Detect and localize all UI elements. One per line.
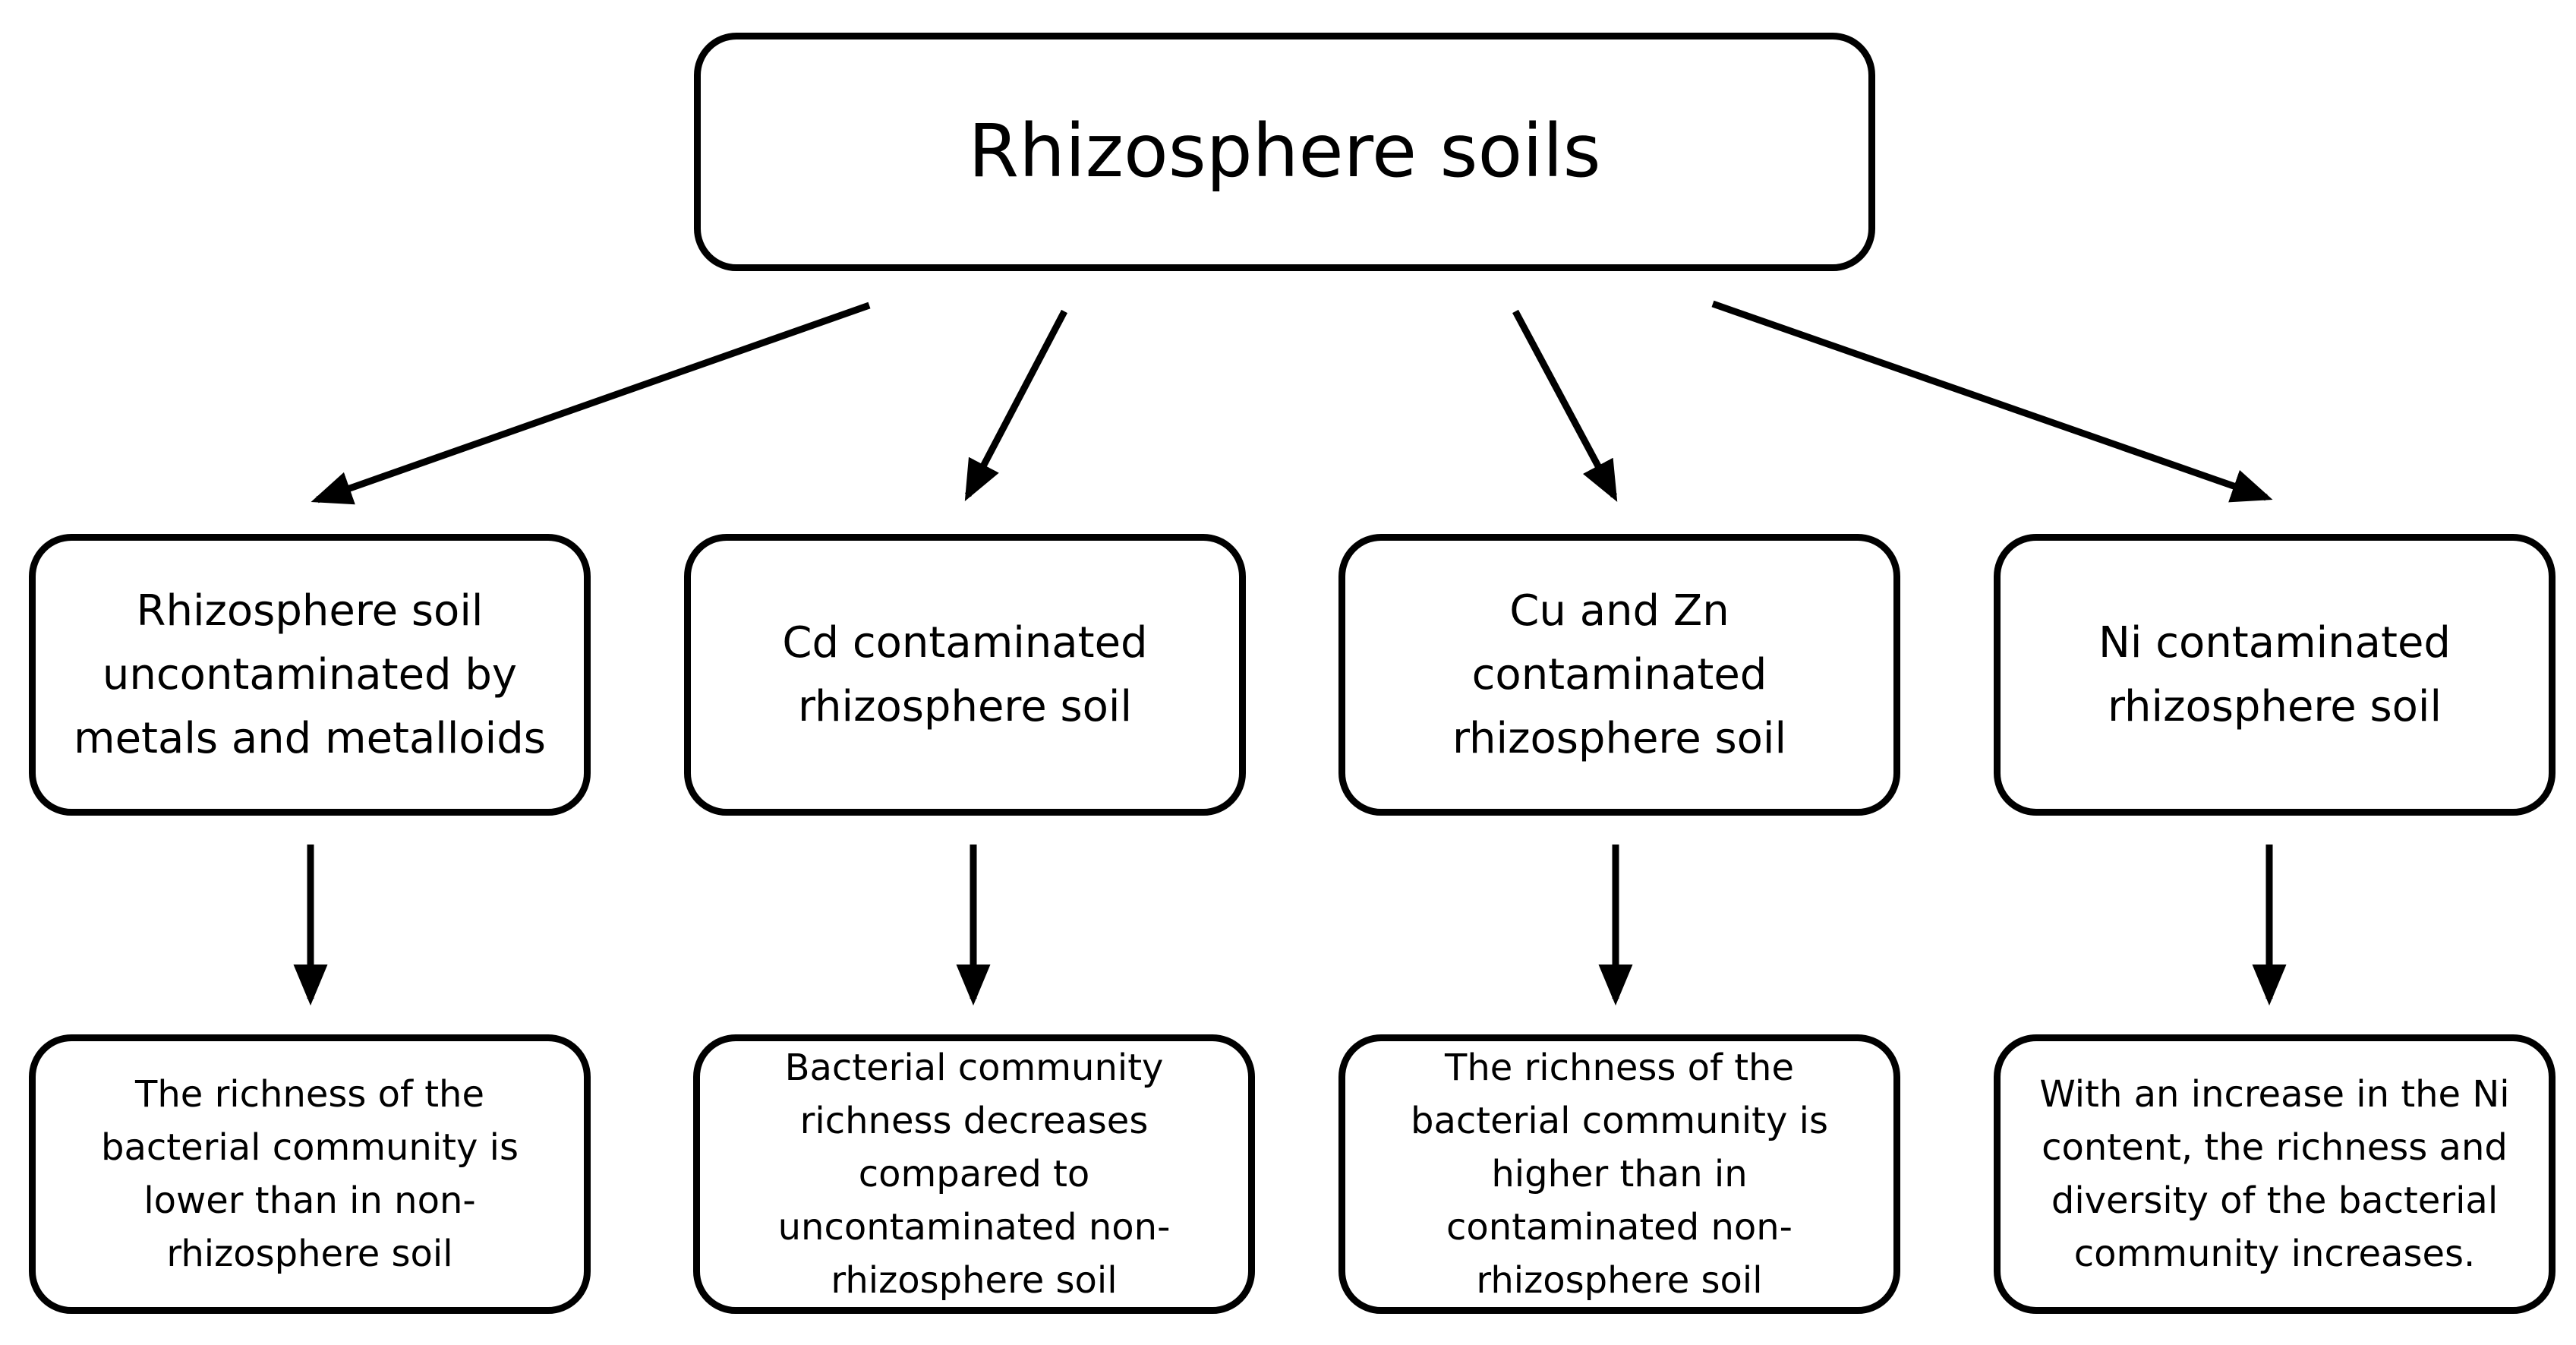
outcome-node-cu-zn: The richness of the bacterial community … — [1338, 1034, 1900, 1314]
root-node: Rhizosphere soils — [694, 33, 1875, 271]
outcome-node-uncontaminated: The richness of the bacterial community … — [29, 1034, 591, 1314]
arrow-root-to-cat-3 — [1512, 309, 1618, 502]
outcome-node-cd: Bacterial community richness decreases c… — [693, 1034, 1255, 1314]
category-node-uncontaminated: Rhizosphere soil uncontaminated by metal… — [29, 534, 591, 816]
outcome-node-text: Bacterial community richness decreases c… — [777, 1047, 1171, 1302]
arrow-root-to-cat-4 — [1711, 300, 2273, 503]
root-node-label: Rhizosphere soils — [968, 109, 1601, 194]
arrow-root-to-cat-1 — [311, 302, 871, 505]
category-node-label: Cd contaminated rhizosphere soil — [782, 617, 1148, 731]
arrow-root-to-cat-2 — [964, 309, 1067, 501]
category-node-label: Rhizosphere soil uncontaminated by metal… — [74, 586, 546, 763]
outcome-node-ni: With an increase in the Ni content, the … — [1994, 1034, 2556, 1314]
category-node-ni: Ni contaminated rhizosphere soil — [1994, 534, 2556, 816]
outcome-node-text: The richness of the bacterial community … — [1411, 1047, 1828, 1302]
category-node-label: Ni contaminated rhizosphere soil — [2098, 617, 2451, 731]
category-node-cu-zn: Cu and Zn contaminated rhizosphere soil — [1338, 534, 1900, 816]
category-node-cd: Cd contaminated rhizosphere soil — [684, 534, 1246, 816]
outcome-node-text: The richness of the bacterial community … — [101, 1073, 519, 1275]
category-node-label: Cu and Zn contaminated rhizosphere soil — [1452, 586, 1786, 763]
outcome-node-text: With an increase in the Ni content, the … — [2039, 1073, 2510, 1275]
